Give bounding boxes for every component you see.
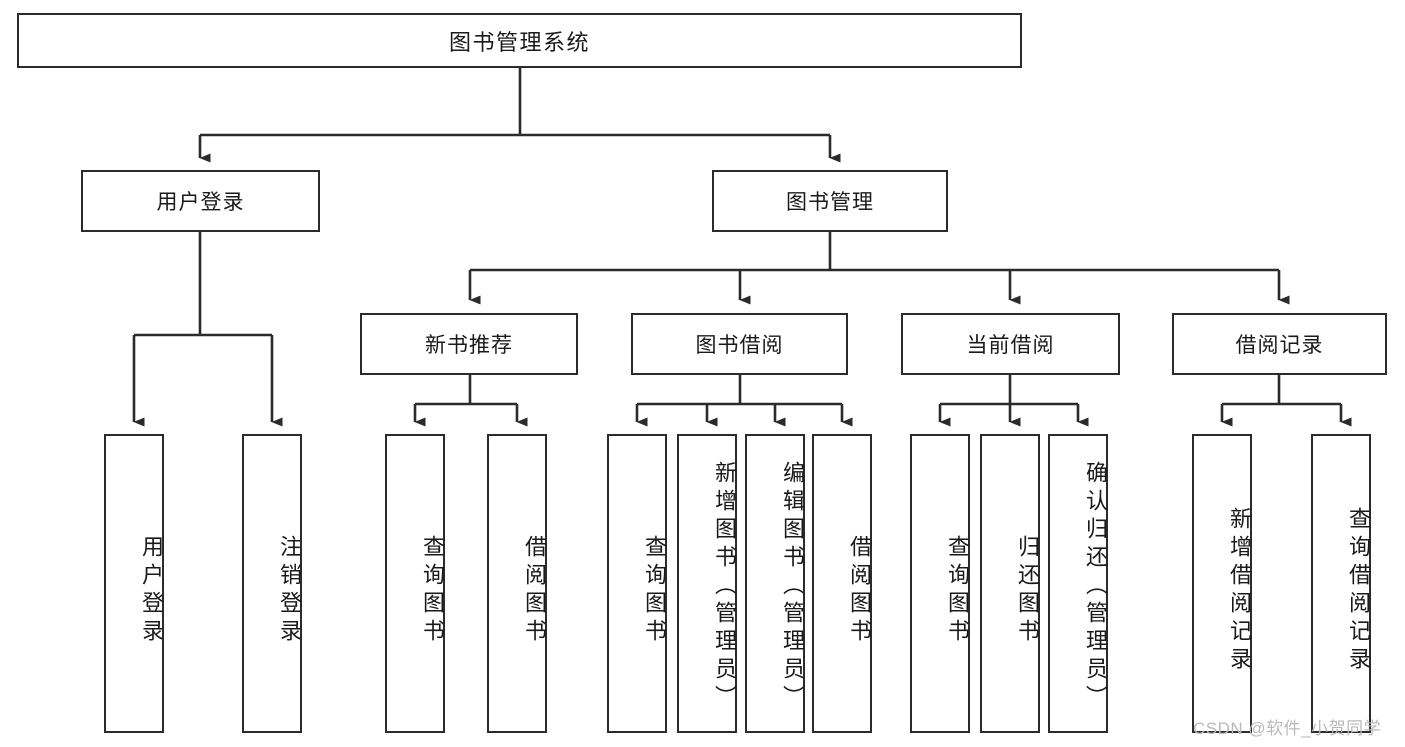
- leaf-borrow-records-query-record[interactable]: 查询借阅记录: [1311, 434, 1371, 733]
- leaf-user-login-logout[interactable]: 注销登录: [242, 434, 302, 733]
- leaf-user-login-login[interactable]: 用户登录: [104, 434, 164, 733]
- node-root-system[interactable]: 图书管理系统: [17, 13, 1022, 68]
- leaf-current-borrow-confirm-return-admin[interactable]: 确认归还（管理员）: [1048, 434, 1108, 733]
- leaf-current-borrow-query-book[interactable]: 查询图书: [910, 434, 970, 733]
- node-borrow-records[interactable]: 借阅记录: [1172, 313, 1387, 375]
- leaf-new-book-borrow-book[interactable]: 借阅图书: [487, 434, 547, 733]
- leaf-book-borrow-add-book-admin[interactable]: 新增图书（管理员）: [677, 434, 737, 733]
- node-new-book-recommend[interactable]: 新书推荐: [360, 313, 578, 375]
- leaf-new-book-query-book[interactable]: 查询图书: [385, 434, 445, 733]
- node-book-management[interactable]: 图书管理: [712, 170, 948, 232]
- watermark: CSDN @软件_小贺同学: [1193, 719, 1382, 738]
- node-current-borrow[interactable]: 当前借阅: [901, 313, 1120, 375]
- leaf-book-borrow-query-book[interactable]: 查询图书: [607, 434, 667, 733]
- leaf-borrow-records-add-record[interactable]: 新增借阅记录: [1192, 434, 1252, 733]
- node-book-borrow[interactable]: 图书借阅: [631, 313, 848, 375]
- leaf-book-borrow-borrow-book[interactable]: 借阅图书: [812, 434, 872, 733]
- leaf-book-borrow-edit-book-admin[interactable]: 编辑图书（管理员）: [745, 434, 805, 733]
- node-user-login[interactable]: 用户登录: [81, 170, 320, 232]
- leaf-current-borrow-return-book[interactable]: 归还图书: [980, 434, 1040, 733]
